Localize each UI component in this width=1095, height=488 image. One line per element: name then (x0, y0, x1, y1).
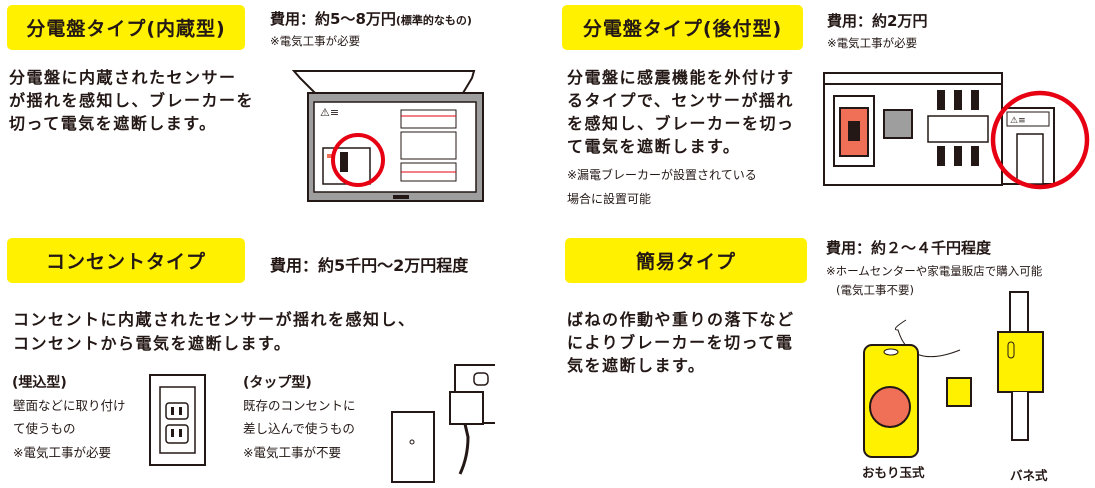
cost-suffix: (標準的なもの) (395, 14, 472, 27)
embedded-outlet-illustration (149, 374, 206, 466)
description-simple: ばねの作動や重りの落下など によりブレーカーを切って電 気を遮断します。 (567, 310, 795, 375)
weight-ball-device (863, 319, 972, 458)
caption-weight-ball: おもり玉式 (862, 465, 925, 480)
caption-spring: バネ式 (1010, 468, 1048, 483)
variant-text-tap: 既存のコンセントに 差し込んで使うもの (243, 398, 356, 436)
spring-device (997, 291, 1044, 441)
cost-simple: 費用：約２〜４千円程度 (826, 239, 992, 257)
variant-note-tap: ※電気工事が不要 (243, 445, 341, 460)
variant-text-embedded: 壁面などに取り付け て使うもの (13, 398, 126, 436)
section-title-outlet: コンセントタイプ (7, 238, 245, 283)
retrofit-panel-illustration: ⚠≡ (823, 72, 1090, 190)
variant-note-embedded: ※電気工事が必要 (13, 445, 111, 460)
variant-heading-embedded: (埋込型) (12, 375, 67, 391)
description-builtin-panel: 分電盤に内蔵されたセンサー が揺れを感知し、ブレーカーを 切って電気を遮断します… (9, 68, 255, 133)
description-outlet: コンセントに内蔵されたセンサーが揺れを感知し、 コンセントから電気を遮断します。 (13, 310, 416, 353)
svg-text:⚠≡: ⚠≡ (320, 106, 339, 119)
section-title-simple: 簡易タイプ (565, 238, 807, 283)
section-title-retrofit-panel: 分電盤タイプ(後付型) (562, 5, 803, 50)
svg-text:⚠≡: ⚠≡ (1010, 116, 1026, 126)
note-builtin-panel: ※電気工事が必要 (270, 34, 361, 48)
note-retrofit-panel: ※電気工事が必要 (827, 36, 918, 50)
builtin-panel-illustration: ⚠≡ (291, 70, 484, 202)
variant-heading-tap: (タップ型) (243, 375, 312, 391)
note-simple: ※ホームセンターや家電量販店で購入可能 (826, 264, 1043, 278)
note2-simple: (電気工事不要) (836, 283, 914, 297)
simple-type-illustration (863, 291, 1044, 458)
cost-text: 費用：約5〜8万円 (270, 10, 396, 28)
section-title-builtin-panel: 分電盤タイプ(内蔵型) (7, 5, 245, 50)
description-retrofit-panel: 分電盤に感震機能を外付けす るタイプで、センサーが揺れ を感知し、ブレーカーを切… (567, 68, 795, 156)
cost-retrofit-panel: 費用：約2万円 (827, 12, 928, 30)
cost-builtin-panel: 費用：約5〜8万円(標準的なもの) (270, 8, 472, 29)
tap-outlet-illustration (391, 364, 495, 483)
cost-outlet: 費用：約5千円〜2万円程度 (270, 256, 469, 275)
subnote-retrofit-panel: ※漏電ブレーカーが設置されている 場合に設置可能 (567, 168, 757, 206)
